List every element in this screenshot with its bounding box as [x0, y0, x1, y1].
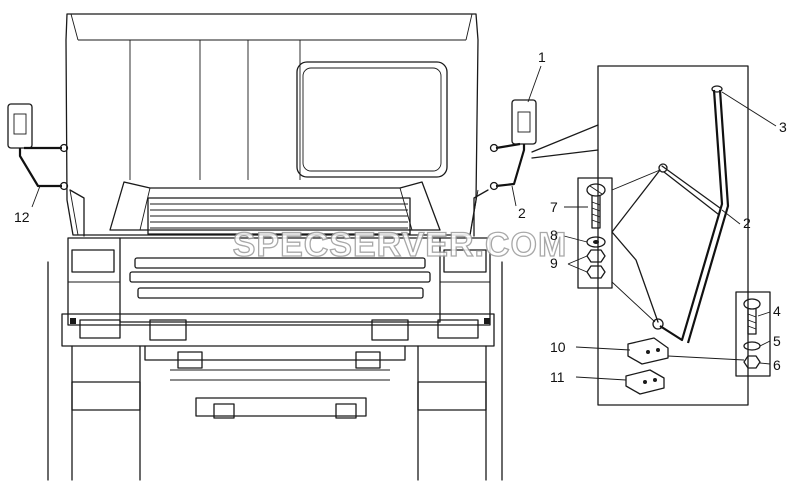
detail-frame	[597, 65, 749, 406]
nut-9a	[586, 249, 606, 263]
bolt-7-shank	[591, 195, 601, 229]
leader-11	[575, 376, 627, 381]
headlamp-left	[71, 249, 115, 273]
rod-end-cap	[711, 85, 723, 93]
leader-12	[31, 185, 41, 208]
callout-8: 8	[550, 227, 558, 243]
radiator-bar-1	[134, 257, 426, 269]
callout-9: 9	[550, 255, 558, 271]
leader-5	[759, 340, 771, 347]
callout-10: 10	[550, 339, 566, 355]
hood	[109, 181, 441, 231]
leader-1	[527, 65, 542, 103]
support-strut	[661, 165, 721, 215]
mirror-rod	[659, 89, 724, 342]
detail-leader	[531, 124, 599, 159]
cab-outline	[65, 13, 479, 236]
spring-left	[177, 351, 203, 369]
callout-labels: 1 2 2 3 4 5 6 7 8 9 10 11 12	[14, 49, 787, 385]
nut-9b	[586, 265, 606, 279]
bolt-4-head	[743, 298, 761, 310]
wheel-right	[417, 261, 503, 481]
leader-4	[757, 311, 771, 317]
callout-2-right: 2	[743, 215, 751, 231]
bumper-lamp-left	[79, 319, 121, 339]
truck-front-view	[47, 13, 503, 481]
leader-8	[563, 235, 588, 243]
callout-6: 6	[773, 357, 781, 373]
leader-10	[575, 346, 745, 361]
mirror-right-lower-arm	[495, 144, 526, 188]
axle	[195, 397, 367, 417]
washer-5	[743, 341, 761, 351]
bumper-lamp-center-right	[371, 319, 409, 341]
mirror-left-lower-arm	[18, 148, 62, 188]
detail-view	[31, 65, 777, 406]
leader-3	[721, 91, 777, 127]
callout-5: 5	[773, 333, 781, 349]
mirror-left	[7, 103, 85, 237]
callout-7: 7	[550, 199, 558, 215]
callout-12: 12	[14, 209, 30, 225]
mirror-left-head	[7, 103, 33, 149]
bolt-4-shank	[747, 308, 757, 335]
bumper-lamp-right	[437, 319, 479, 339]
leader-6	[759, 362, 771, 365]
mirror-right-upper-arm	[495, 142, 521, 150]
mirror-right-head	[511, 99, 537, 145]
leader-2a	[511, 185, 517, 207]
bracket-10	[627, 337, 669, 365]
diagonal-link	[611, 169, 661, 323]
nut-6	[743, 355, 761, 369]
lower-fastener-box	[735, 291, 771, 377]
watermark: SPECSERVER.COM	[233, 226, 568, 264]
callout-3: 3	[779, 119, 787, 135]
bumper	[61, 313, 495, 347]
radiator-bar-2	[129, 271, 431, 283]
bracket-11	[625, 369, 665, 395]
mirror-right	[473, 99, 537, 237]
front-fascia	[67, 237, 491, 326]
callout-2-left: 2	[518, 205, 526, 221]
underframe	[144, 345, 406, 361]
callout-4: 4	[773, 303, 781, 319]
spring-right	[355, 351, 381, 369]
cab-ribs	[129, 40, 301, 180]
radiator-bar-3	[137, 287, 424, 299]
wheel-left	[47, 261, 141, 481]
bolt-7-head	[586, 183, 606, 197]
callout-11: 11	[550, 369, 565, 385]
bumper-lamp-center-left	[149, 319, 187, 341]
headlamp-right	[443, 249, 487, 273]
callout-1: 1	[538, 49, 546, 65]
upper-fastener-box	[577, 177, 613, 289]
grille	[147, 197, 411, 235]
leader-9	[567, 255, 588, 273]
windshield	[296, 61, 448, 178]
leader-2b	[721, 209, 741, 225]
